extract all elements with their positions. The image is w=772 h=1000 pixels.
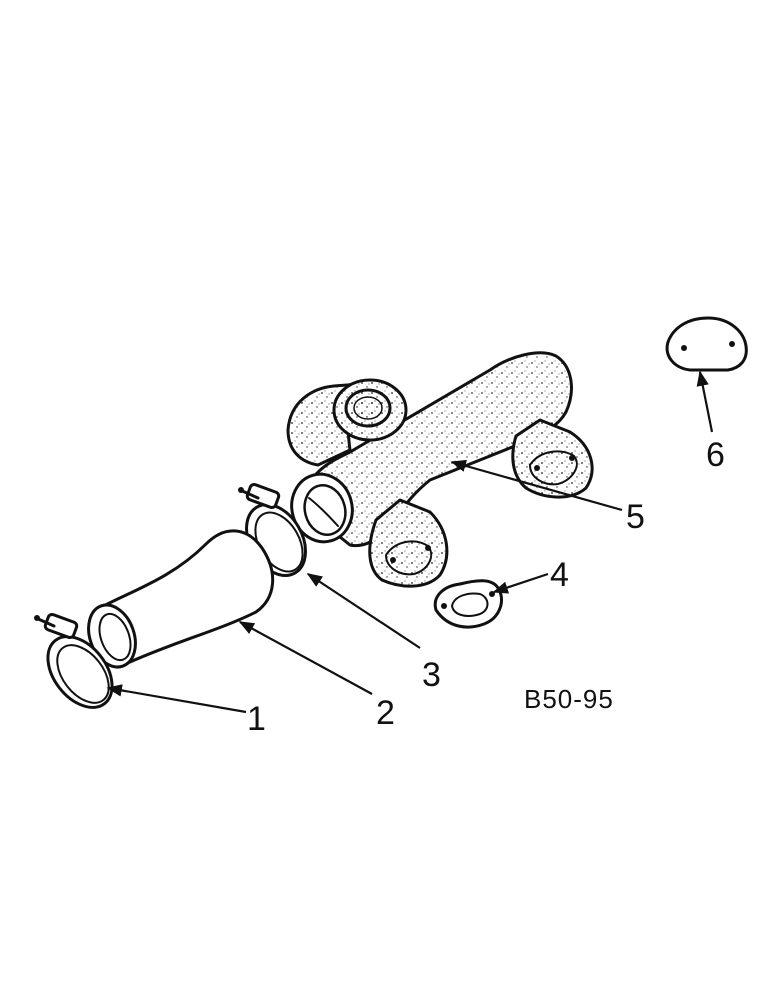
callout-1: 1: [247, 700, 266, 738]
callout-6: 6: [706, 436, 725, 474]
manifold-housing: [286, 351, 594, 588]
callout-labels: 1 2 3 4 5 6: [247, 436, 725, 738]
figure-code: B50-95: [524, 684, 614, 714]
cover-plate: [665, 316, 748, 372]
leader-6: [696, 370, 714, 433]
callout-5: 5: [626, 498, 645, 536]
leader-2: [238, 621, 373, 695]
callout-3: 3: [422, 656, 441, 694]
gasket: [433, 579, 503, 629]
hose: [87, 529, 275, 669]
leader-3: [306, 573, 421, 649]
leader-lines: [106, 370, 714, 714]
leader-1: [106, 684, 247, 714]
leader-4: [492, 572, 549, 594]
leader-5: [450, 459, 623, 512]
callout-4: 4: [550, 556, 569, 594]
lower-hose-clamp: [34, 612, 114, 709]
callout-2: 2: [376, 694, 395, 732]
